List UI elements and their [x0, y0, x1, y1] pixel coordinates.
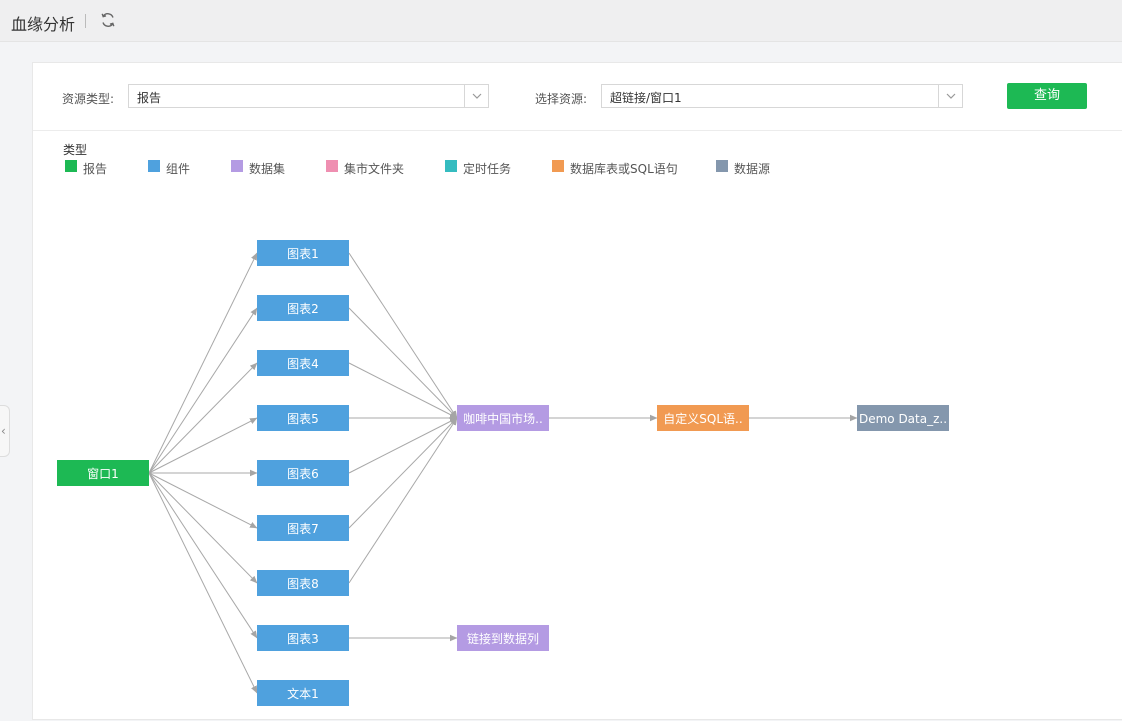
node-label: 图表1: [287, 247, 319, 261]
node-label: 图表5: [287, 412, 319, 426]
node-label: 图表4: [287, 357, 319, 371]
lineage-edge: [348, 252, 458, 419]
query-button[interactable]: 查询: [1007, 83, 1087, 109]
resource-label: 选择资源:: [535, 92, 588, 106]
node-box: [457, 405, 549, 431]
lineage-edge: [348, 417, 458, 584]
lineage-panel: 资源类型: 报告 选择资源: 超链接/窗口1 查询 类型 报告 组件 数据集: [32, 62, 1122, 720]
lineage-node-c1[interactable]: 图表1: [257, 240, 349, 266]
lineage-edge: [348, 417, 458, 474]
lineage-node-c2[interactable]: 图表2: [257, 295, 349, 321]
node-label: 图表3: [287, 632, 319, 646]
lineage-node-c5[interactable]: 图表5: [257, 405, 349, 431]
lineage-edge: [348, 362, 458, 419]
legend-swatch: [231, 160, 243, 172]
legend-swatch: [326, 160, 338, 172]
lineage-edge: [148, 472, 258, 529]
node-box: [257, 515, 349, 541]
top-bar: 血缘分析: [0, 0, 1122, 42]
node-box: [257, 350, 349, 376]
legend-swatch: [445, 160, 457, 172]
resource-select[interactable]: 超链接/窗口1: [601, 84, 963, 108]
lineage-node-src[interactable]: Demo Data_z..: [857, 405, 949, 431]
lineage-edge: [148, 417, 258, 474]
lineage-node-c6[interactable]: 图表6: [257, 460, 349, 486]
lineage-edge: [148, 472, 258, 639]
lineage-node-ds2[interactable]: 链接到数据列: [457, 625, 549, 651]
legend-swatch: [65, 160, 77, 172]
legend-swatch: [148, 160, 160, 172]
node-box: [257, 680, 349, 706]
legend-title: 类型: [63, 143, 88, 157]
legend-label: 定时任务: [463, 162, 512, 176]
legend-swatch: [716, 160, 728, 172]
node-box: [257, 295, 349, 321]
lineage-edge: [348, 307, 458, 419]
legend-label: 数据集: [249, 162, 286, 176]
node-label: 图表2: [287, 302, 319, 316]
node-label: 图表7: [287, 522, 319, 536]
legend-swatch: [552, 160, 564, 172]
legend-label: 数据库表或SQL语句: [570, 162, 678, 176]
lineage-edge: [148, 252, 258, 474]
node-label: 图表8: [287, 577, 319, 591]
lineage-node-root[interactable]: 窗口1: [57, 460, 149, 486]
page-title: 血缘分析: [11, 15, 76, 34]
legend-label: 数据源: [734, 162, 771, 176]
node-label: 咖啡中国市场..: [463, 411, 543, 426]
lineage-node-sql[interactable]: 自定义SQL语..: [657, 405, 749, 431]
lineage-node-c7[interactable]: 图表7: [257, 515, 349, 541]
chevron-left-icon: ‹: [1, 424, 6, 438]
node-box: [257, 405, 349, 431]
lineage-node-c4[interactable]: 图表4: [257, 350, 349, 376]
sidebar-collapse-toggle[interactable]: ‹: [0, 405, 10, 457]
resource-type-select[interactable]: 报告: [128, 84, 489, 108]
node-box: [257, 460, 349, 486]
filter-bar: 资源类型: 报告 选择资源: 超链接/窗口1 查询: [33, 63, 1122, 131]
lineage-edge: [348, 417, 458, 529]
lineage-node-c3[interactable]: 图表3: [257, 625, 349, 651]
node-label: 文本1: [287, 686, 319, 701]
legend-label: 集市文件夹: [344, 162, 405, 176]
lineage-edge: [148, 307, 258, 474]
node-box: [257, 625, 349, 651]
node-box: [457, 625, 549, 651]
refresh-icon[interactable]: [99, 11, 117, 29]
lineage-edge: [148, 472, 258, 694]
lineage-edge: [148, 362, 258, 474]
lineage-node-c8[interactable]: 图表8: [257, 570, 349, 596]
node-box: [657, 405, 749, 431]
node-label: 图表6: [287, 467, 319, 481]
lineage-node-t1[interactable]: 文本1: [257, 680, 349, 706]
node-label: 自定义SQL语..: [663, 411, 742, 426]
lineage-graph: 窗口1 图表1 图表2 图表4 图表5 图表6 图表7 图表8 图表3 文本1 咖啡中国市场.. 链接…: [57, 240, 949, 706]
resource-type-value: 报告: [137, 91, 162, 105]
node-box: [257, 570, 349, 596]
node-label: 链接到数据列: [467, 631, 539, 646]
node-label: 窗口1: [87, 467, 119, 481]
node-label: Demo Data_z..: [859, 412, 947, 426]
resource-type-label: 资源类型:: [62, 92, 115, 106]
node-box: [257, 240, 349, 266]
chevron-down-icon: [464, 85, 488, 107]
legend-label: 组件: [166, 162, 191, 176]
legend-label: 报告: [83, 162, 108, 176]
lineage-node-ds1[interactable]: 咖啡中国市场..: [457, 405, 549, 431]
lineage-edge: [148, 472, 258, 584]
chevron-down-icon: [938, 85, 962, 107]
resource-value: 超链接/窗口1: [610, 91, 682, 105]
node-box: [857, 405, 949, 431]
title-divider: [85, 14, 86, 28]
node-box: [57, 460, 149, 486]
